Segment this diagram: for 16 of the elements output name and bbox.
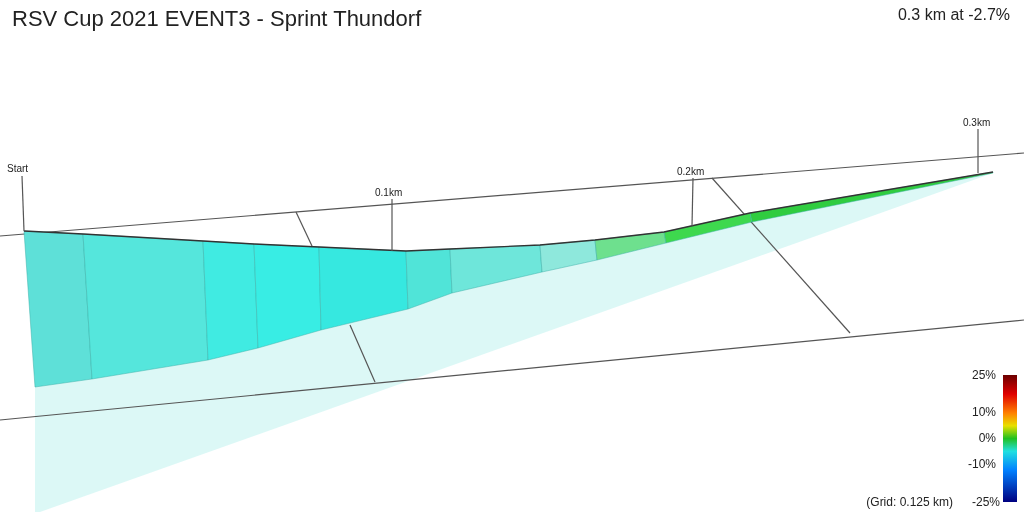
chart-title: RSV Cup 2021 EVENT3 - Sprint Thundorf: [12, 6, 422, 32]
scale-tick: 0%: [978, 431, 996, 445]
scale-tick: 25%: [971, 368, 996, 382]
grid-note: (Grid: 0.125 km): [866, 495, 953, 509]
distance-marker: 0.3km: [963, 117, 991, 128]
scale-tick: -10%: [968, 457, 996, 471]
distance-marker: 0.1km: [375, 187, 403, 198]
leader-line: [977, 128, 979, 174]
distance-marker: 0.2km: [677, 166, 705, 177]
scale-tick: -25%: [972, 495, 1000, 509]
distance-marker: Start: [7, 163, 29, 174]
leader-line: [391, 198, 393, 252]
scale-tick: 10%: [971, 405, 996, 419]
leader-line: [21, 175, 25, 232]
leader-line: [691, 177, 694, 227]
segment-summary: 0.3 km at -2.7%: [897, 6, 1010, 24]
